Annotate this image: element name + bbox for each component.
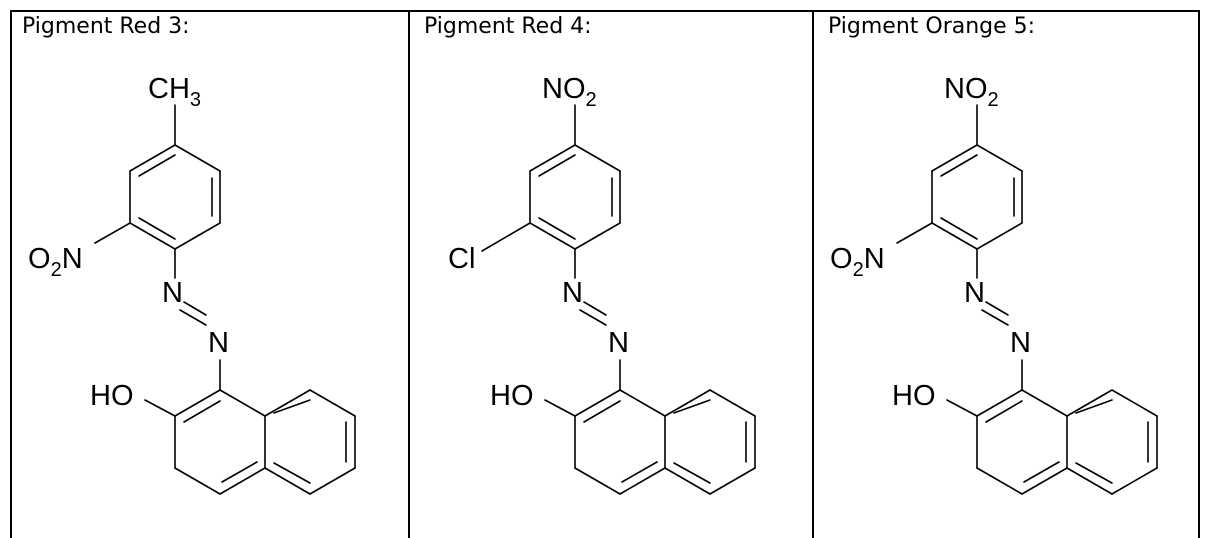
azo-n1-label: N [562,277,583,309]
table-divider-2 [812,10,814,538]
table-top-border [10,10,1200,12]
hydroxyl-label: HO [90,380,134,412]
azo-n2-label: N [1010,327,1031,359]
cell-title-pigment-orange-5: Pigment Orange 5: [828,14,1036,39]
top-group-label: NO2 [944,73,999,111]
structure-pigment-red-4: NO2 Cl N N HO [420,60,800,495]
side-group-label: Cl [448,243,475,275]
azo-n1-label: N [162,277,183,309]
top-group-label: CH3 [148,73,201,111]
table-left-border [10,10,12,538]
side-group-label: O2N [830,243,885,281]
side-group-label: O2N [28,243,83,281]
cell-title-pigment-red-3: Pigment Red 3: [22,14,190,39]
top-group-label: NO2 [542,73,597,111]
molecule-diagram: NO2 Cl N N HO [448,73,756,495]
table-divider-1 [408,10,410,538]
structure-pigment-orange-5: NO2 O2N N N HO [822,60,1202,495]
hydroxyl-label: HO [490,380,534,412]
molecule-diagram: NO2 O2N N N HO [830,73,1158,495]
structure-pigment-red-3: CH3 O2N N N HO [20,60,400,495]
azo-n2-label: N [208,327,229,359]
molecule-diagram: CH3 O2N N N HO [28,73,356,495]
hydroxyl-label: HO [892,380,936,412]
azo-n1-label: N [964,277,985,309]
table-right-border [1198,10,1200,538]
cell-title-pigment-red-4: Pigment Red 4: [424,14,592,39]
azo-n2-label: N [608,327,629,359]
